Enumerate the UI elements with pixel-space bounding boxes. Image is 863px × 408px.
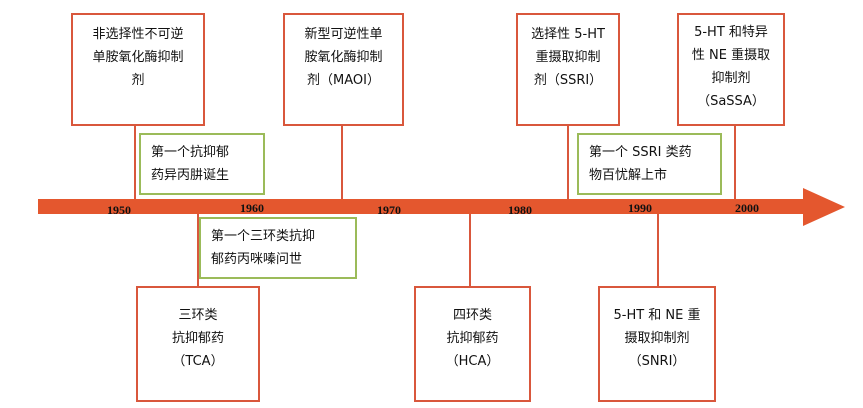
box-line: 摄取抑制剂 <box>624 331 690 346</box>
box-line: （TCA） <box>172 354 224 369</box>
drug-class-box-maoi-irreversible: 非选择性不可逆 单胺氧化酶抑制 剂 <box>71 13 205 126</box>
box-line: 抑制剂 <box>711 71 751 86</box>
box-line: （HCA） <box>445 354 500 369</box>
box-line: 5-HT 和特异 <box>694 25 768 40</box>
box-line: 第一个三环类抗抑 <box>211 229 316 244</box>
box-line: 三环类 <box>178 308 218 323</box>
year-label-1960: 1960 <box>240 201 264 215</box>
year-label-1970: 1970 <box>377 203 401 217</box>
event-box-prozac: 第一个 SSRI 类药 物百忧解上市 <box>577 133 722 195</box>
year-label-1990: 1990 <box>628 201 652 215</box>
box-line: 抗抑郁药 <box>171 331 224 346</box>
drug-class-box-snri: 5-HT 和 NE 重 摄取抑制剂 （SNRI） <box>598 286 716 402</box>
box-line: 重摄取抑制 <box>535 50 601 65</box>
box-line: 剂（MAOI） <box>307 73 380 88</box>
year-label-1950: 1950 <box>107 203 131 217</box>
box-line: 5-HT 和 NE 重 <box>613 308 701 323</box>
box-line: 新型可逆性单 <box>304 27 383 42</box>
box-line: 抗抑郁药 <box>446 331 499 346</box>
drug-class-box-tca: 三环类 抗抑郁药 （TCA） <box>136 286 260 402</box>
event-box-iproniazid: 第一个抗抑郁 药异丙肼诞生 <box>139 133 265 195</box>
drug-class-box-hca: 四环类 抗抑郁药 （HCA） <box>414 286 531 402</box>
box-line: （SNRI） <box>628 354 686 369</box>
box-line: 第一个抗抑郁 <box>151 145 230 160</box>
box-line: 性 NE 重摄取 <box>691 48 771 63</box>
timeline-arrow <box>38 188 845 226</box>
box-line: 四环类 <box>452 308 492 323</box>
event-box-imipramine: 第一个三环类抗抑 郁药丙咪嗪问世 <box>199 217 357 279</box>
drug-class-box-sassa: 5-HT 和特异 性 NE 重摄取 抑制剂 （SaSSA） <box>677 13 785 126</box>
box-line: 选择性 5-HT <box>531 27 605 42</box>
box-line: 药异丙肼诞生 <box>151 168 230 183</box>
box-line: （SaSSA） <box>697 94 765 109</box>
box-line: 物百忧解上市 <box>589 168 668 183</box>
box-line: 第一个 SSRI 类药 <box>589 145 692 160</box>
box-line: 剂（SSRI） <box>533 73 603 88</box>
box-line: 单胺氧化酶抑制 <box>92 50 184 65</box>
year-label-1980: 1980 <box>508 203 532 217</box>
box-line: 郁药丙咪嗪问世 <box>211 252 303 267</box>
drug-class-box-maoi: 新型可逆性单 胺氧化酶抑制 剂（MAOI） <box>283 13 404 126</box>
year-label-2000: 2000 <box>735 201 759 215</box>
drug-class-box-ssri: 选择性 5-HT 重摄取抑制 剂（SSRI） <box>516 13 620 126</box>
box-line: 非选择性不可逆 <box>92 27 184 42</box>
box-line: 剂 <box>131 73 145 88</box>
box-line: 胺氧化酶抑制 <box>304 50 383 65</box>
